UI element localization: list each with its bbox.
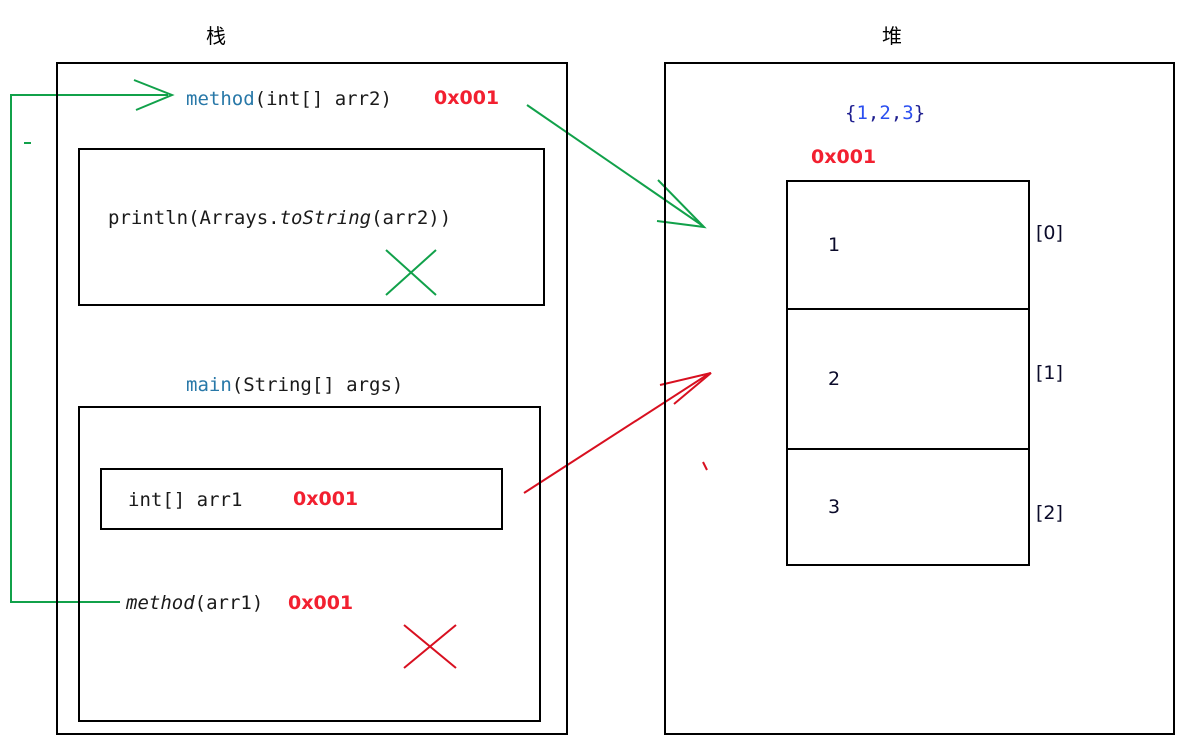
arr1-variable-box bbox=[100, 468, 503, 530]
method-frame-header: method(int[] arr2) bbox=[186, 88, 392, 110]
heap-array-box: 1 2 3 bbox=[786, 180, 1030, 566]
heap-array-literal: {1,2,3} bbox=[845, 102, 925, 124]
array-cell-1-value: 2 bbox=[828, 368, 841, 390]
main-method-call-address: 0x001 bbox=[288, 592, 354, 614]
method-frame-signature: (int[] arr2) bbox=[254, 88, 392, 110]
array-cell-2-value: 3 bbox=[828, 496, 841, 518]
literal-value-1: 2 bbox=[879, 102, 891, 124]
literal-close-brace: } bbox=[913, 102, 926, 124]
literal-separator-0: , bbox=[867, 102, 880, 124]
array-index-label-0: [0] bbox=[1036, 222, 1063, 244]
main-method-call-name: method bbox=[126, 592, 195, 614]
array-cell-0-value: 1 bbox=[828, 234, 841, 256]
method-frame-body-box bbox=[78, 148, 545, 306]
stack-region-title: 栈 bbox=[206, 24, 226, 48]
main-frame-signature: (String[] args) bbox=[231, 374, 404, 396]
array-cell-1: 2 bbox=[788, 310, 1028, 450]
main-method-call: method(arr1) bbox=[126, 592, 263, 614]
literal-separator-1: , bbox=[890, 102, 903, 124]
heap-array-address: 0x001 bbox=[811, 146, 877, 168]
method-frame-address: 0x001 bbox=[434, 87, 500, 109]
println-suffix: (arr2)) bbox=[371, 207, 452, 229]
literal-value-2: 3 bbox=[902, 102, 914, 124]
literal-value-0: 1 bbox=[856, 102, 868, 124]
method-frame-name: method bbox=[186, 88, 255, 110]
array-cell-0: 1 bbox=[788, 182, 1028, 310]
array-cell-2: 3 bbox=[788, 450, 1028, 564]
println-prefix: println(Arrays. bbox=[108, 207, 280, 229]
arr1-declaration: int[] arr1 bbox=[128, 489, 243, 511]
main-frame-name: main bbox=[186, 374, 232, 396]
stack-region-box bbox=[56, 62, 568, 735]
array-index-label-2: [2] bbox=[1036, 502, 1063, 524]
literal-open-brace: { bbox=[845, 102, 857, 124]
arr1-address-value: 0x001 bbox=[293, 488, 359, 510]
tostring-emphasis: toString bbox=[279, 207, 372, 229]
array-index-label-1: [1] bbox=[1036, 362, 1063, 384]
heap-region-title: 堆 bbox=[882, 24, 902, 48]
main-method-call-args: (arr1) bbox=[194, 592, 264, 614]
main-frame-header: main(String[] args) bbox=[186, 374, 403, 396]
println-statement: println(Arrays.toString(arr2)) bbox=[108, 207, 451, 229]
heap-region-box bbox=[664, 62, 1175, 735]
main-frame-body-box bbox=[78, 406, 541, 722]
